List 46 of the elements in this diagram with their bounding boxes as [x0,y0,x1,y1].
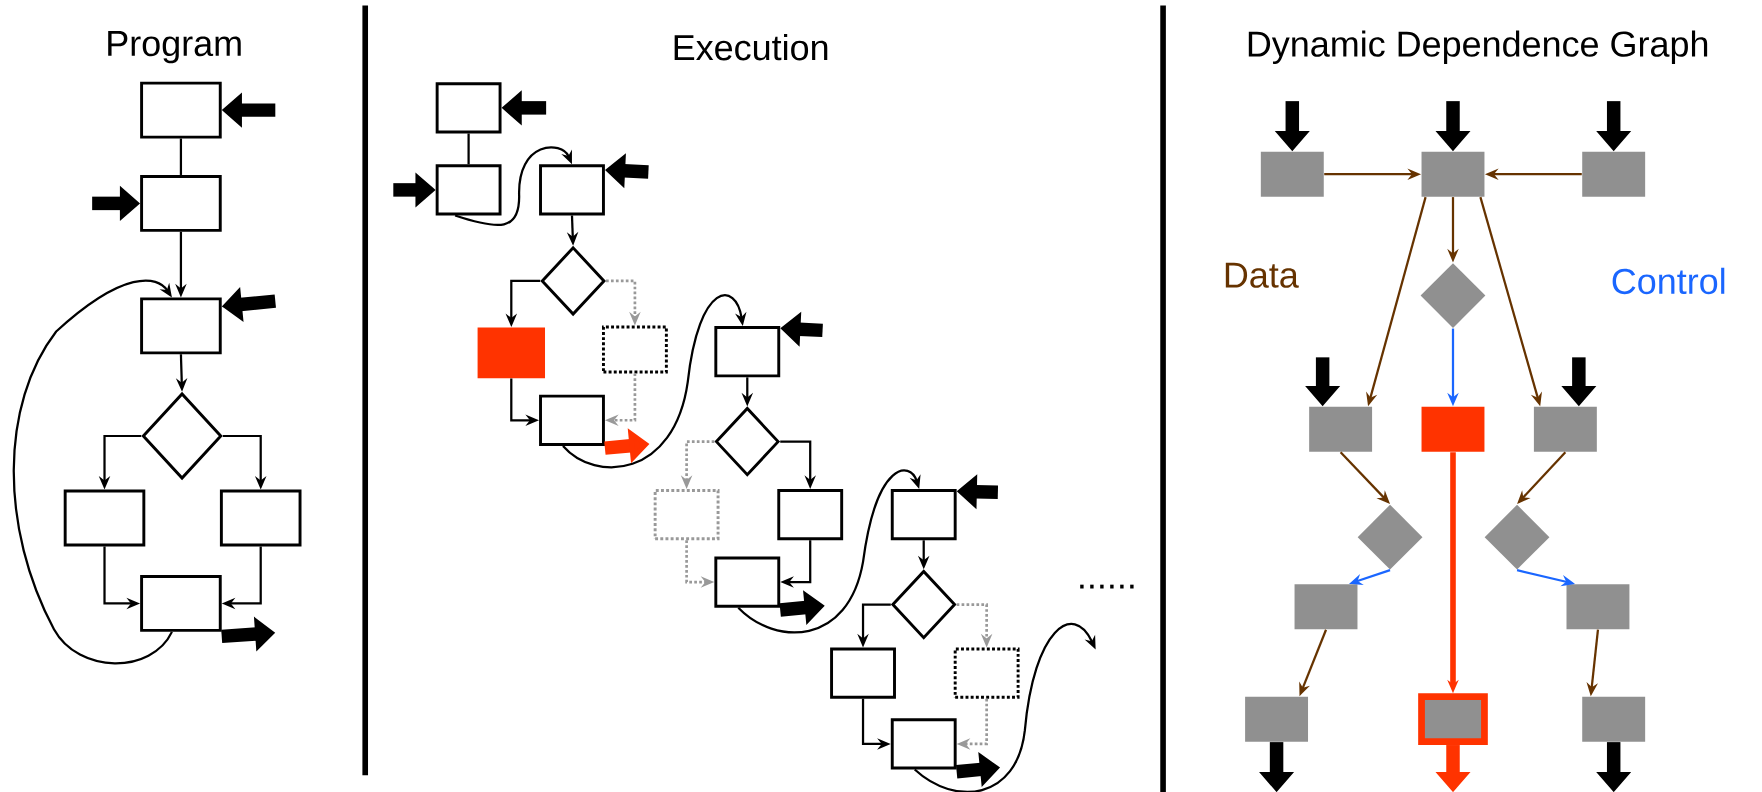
process-box [1418,693,1488,745]
process-box [140,174,222,232]
decision-diamond [1357,504,1423,570]
connector-line [467,133,470,165]
panel-title: Execution [674,33,828,61]
dotted-box [953,647,1020,699]
process-box [140,297,222,355]
process-box [140,81,222,139]
process-box [539,394,605,446]
dotted-box [602,325,668,374]
process-box [1582,696,1646,742]
process-box [714,326,781,378]
process-box [1294,584,1358,630]
process-box [435,82,502,134]
ellipsis: ...... [1080,584,1134,589]
category-label: Data [1225,262,1299,288]
process-box [890,718,957,770]
process-box [219,489,302,547]
process-box [1245,696,1309,742]
arrow [737,469,921,634]
arrow [12,279,173,665]
panel-title: Dynamic Dependence Graph [1248,30,1708,64]
category-label: Control [1612,267,1725,294]
decision-diamond [1484,504,1550,570]
process-box [1421,151,1485,197]
dotted-box [653,488,720,541]
arrow [454,146,572,226]
arrow [914,623,1096,792]
connector-line [179,138,183,175]
process-box [539,164,605,216]
process-box [1566,584,1630,630]
process-box [63,489,146,547]
process-box [830,647,896,699]
process-box [777,488,844,541]
process-box [1533,406,1597,452]
decision-diamond [1420,263,1486,328]
process-box [1421,406,1485,452]
process-box [140,574,222,632]
process-box [1260,151,1324,197]
process-box [435,164,502,216]
process-box [1582,151,1646,197]
process-box [890,488,957,541]
process-box [714,556,781,608]
process-box [1309,406,1373,452]
arrow [562,294,747,469]
process-box [477,327,545,378]
